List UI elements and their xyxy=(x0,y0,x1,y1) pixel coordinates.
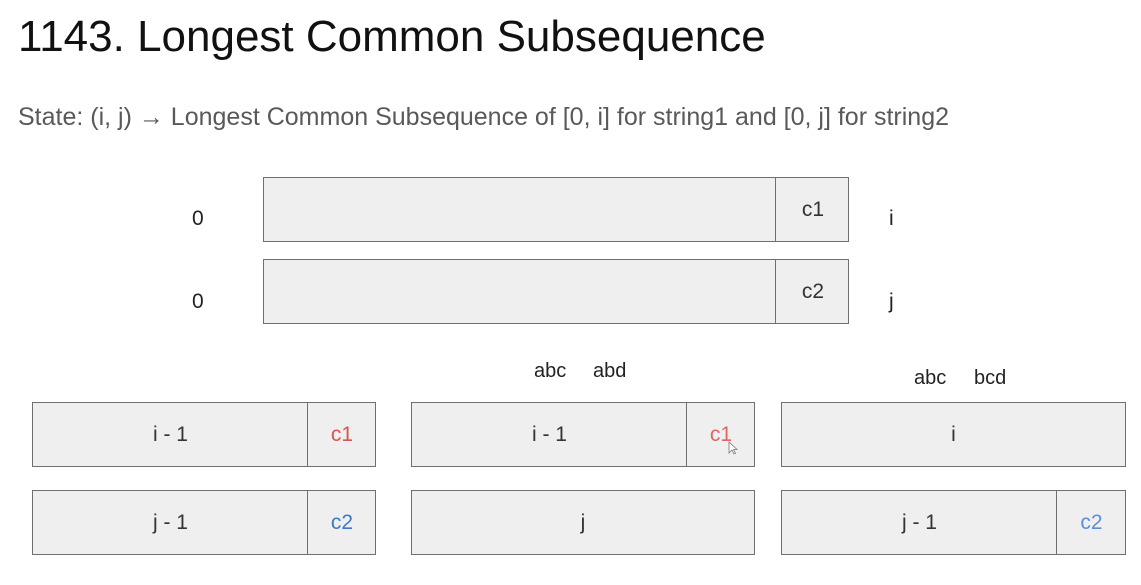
case1-c1-cell: c1 xyxy=(307,403,376,466)
string1-bar: c1 xyxy=(263,177,849,242)
case3-string1-bar: i xyxy=(781,402,1126,467)
case1-row1-label: i - 1 xyxy=(152,422,188,446)
case1-c2-cell: c2 xyxy=(307,491,376,554)
case2-row1-label: i - 1 xyxy=(531,422,567,446)
string2-end-cell: c2 xyxy=(775,260,850,323)
case3-example-s2: bcd xyxy=(974,367,1007,389)
top-row1-index-label: i xyxy=(889,207,894,230)
top-row1-start-label: 0 xyxy=(192,207,204,230)
case2-c1-label: c1 xyxy=(709,422,733,446)
state-definition: State: (i, j) → Longest Common Subsequen… xyxy=(18,103,950,131)
top-row2-index-label: j xyxy=(889,290,894,313)
string2-bar: c2 xyxy=(263,259,849,324)
case1-string2-bar: j - 1 c2 xyxy=(32,490,376,555)
case2-string2-bar: j xyxy=(411,490,755,555)
case3-c2-label: c2 xyxy=(1080,510,1103,534)
top-row2-start-label: 0 xyxy=(192,290,204,313)
case3-example-s1: abc xyxy=(914,367,947,389)
mouse-cursor-icon xyxy=(728,441,738,455)
case2-example-s1: abc xyxy=(534,360,567,382)
case2-example-s2: abd xyxy=(593,360,627,382)
case1-row2-label: j - 1 xyxy=(152,510,188,534)
page-title: 1143. Longest Common Subsequence xyxy=(18,12,766,61)
case2-row2-label: j xyxy=(580,510,586,534)
c2-label: c2 xyxy=(801,279,825,303)
case2-string1-bar: i - 1 c1 xyxy=(411,402,755,467)
string1-end-cell: c1 xyxy=(775,178,850,241)
case2-c1-cell: c1 xyxy=(686,403,755,466)
case3-row1-label: i xyxy=(951,422,956,446)
c1-label: c1 xyxy=(801,197,825,221)
case3-row2-label: j - 1 xyxy=(901,510,937,534)
case1-c2-label: c2 xyxy=(330,510,354,534)
case3-string2-bar: j - 1 c2 xyxy=(781,490,1126,555)
case3-c2-cell: c2 xyxy=(1056,491,1126,554)
case1-string1-bar: i - 1 c1 xyxy=(32,402,376,467)
case1-c1-label: c1 xyxy=(330,422,354,446)
